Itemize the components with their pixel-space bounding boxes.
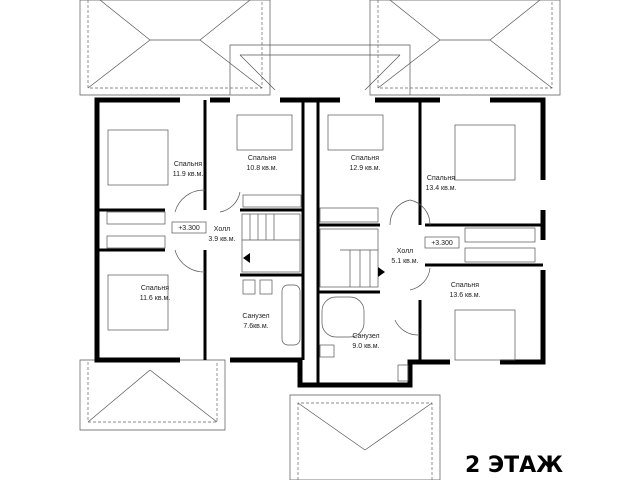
bed	[107, 274, 169, 331]
bed	[327, 114, 384, 151]
room-labels: Спальня 11.9 кв.м. Спальня 10.8 кв.м. Сп…	[140, 155, 481, 350]
room-area: 10.8 кв.м.	[246, 165, 277, 172]
toilet	[319, 344, 335, 358]
wardrobe	[242, 194, 302, 208]
room-area: 12.9 кв.м.	[349, 165, 380, 172]
room-name: Спальня	[451, 282, 479, 289]
room-name: Санузел	[242, 313, 269, 320]
room-area: 11.9 кв.м.	[173, 171, 204, 178]
bathtub	[281, 284, 301, 346]
room-area: 5.1 кв.м.	[391, 258, 418, 265]
bed	[454, 124, 516, 181]
shower	[397, 364, 409, 382]
staircases	[241, 213, 385, 288]
level-mark: +3.300	[178, 225, 200, 232]
room-area: 13.6 кв.м.	[449, 292, 480, 299]
room-area: 7.6кв.м.	[243, 323, 268, 330]
room-name: Холл	[214, 226, 231, 233]
room-area: 11.6 кв.м.	[140, 295, 171, 302]
room-area: 9.0 кв.м.	[352, 343, 379, 350]
wardrobe	[319, 207, 379, 223]
room-name: Холл	[397, 248, 414, 255]
bathtub	[321, 296, 365, 338]
room-name: Санузел	[352, 333, 379, 340]
roof-outlines	[79, 0, 561, 480]
room-name: Спальня	[351, 155, 379, 162]
bed	[454, 309, 516, 361]
room-name: Спальня	[248, 155, 276, 162]
sink	[242, 279, 256, 295]
room-name: Спальня	[427, 175, 455, 182]
bed	[236, 114, 293, 151]
furniture	[106, 114, 536, 382]
wardrobe	[464, 227, 536, 243]
room-name: Спальня	[141, 285, 169, 292]
room-area: 3.9 кв.м.	[208, 236, 235, 243]
wardrobe	[106, 211, 166, 225]
wardrobe	[106, 235, 166, 249]
wardrobe	[464, 247, 536, 263]
bed	[107, 129, 169, 186]
room-name: Спальня	[174, 161, 202, 168]
level-mark: +3.300	[431, 240, 453, 247]
interior-walls	[97, 100, 543, 385]
doors	[174, 189, 431, 336]
room-area: 13.4 кв.м.	[425, 185, 456, 192]
floor-title: 2 ЭТАЖ	[465, 453, 563, 478]
sink	[259, 279, 273, 295]
exterior-walls	[94, 97, 546, 388]
